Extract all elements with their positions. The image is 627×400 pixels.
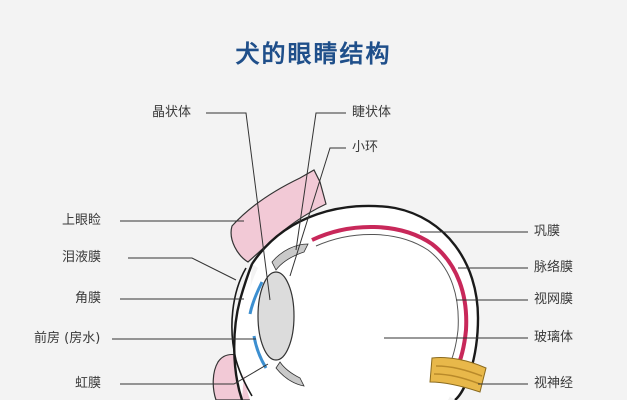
ciliary-body-lower [275,361,305,387]
diagram-title: 犬的眼睛结构 [235,40,392,68]
leader-iris [120,363,269,385]
leader-ciliary-body [295,112,346,251]
label-ciliary-body: 睫状体 [352,105,392,120]
lens-shape [257,271,295,361]
label-vitreous-body: 玻璃体 [534,330,574,345]
label-sclera: 巩膜 [534,224,561,239]
eye-body [241,215,466,400]
choroid-shape [311,225,469,371]
upper-eyelid-shape [230,169,327,263]
leader-tear-film [128,257,237,281]
label-lens: 晶状体 [152,105,192,120]
leader-zonule [289,147,346,277]
cornea-blue-upper [248,281,264,315]
label-anterior-chamber: 前房 (房水) [34,331,101,346]
optic-nerve-stripe-2 [433,373,481,385]
optic-nerve-stripe [435,365,483,377]
label-retina: 视网膜 [534,292,574,307]
leader-lens [206,112,271,301]
cornea-shape [231,267,253,397]
label-iris: 虹膜 [75,376,102,391]
ciliary-body-upper [271,243,309,271]
retina-shape [315,234,459,369]
label-upper-eyelid: 上眼睑 [62,213,102,228]
label-tear-film: 泪液膜 [62,250,102,265]
label-zonule: 小环 [352,140,379,155]
label-optic-nerve: 视神经 [534,376,574,391]
label-choroid: 脉络膜 [534,260,574,275]
label-cornea: 角膜 [75,291,102,306]
